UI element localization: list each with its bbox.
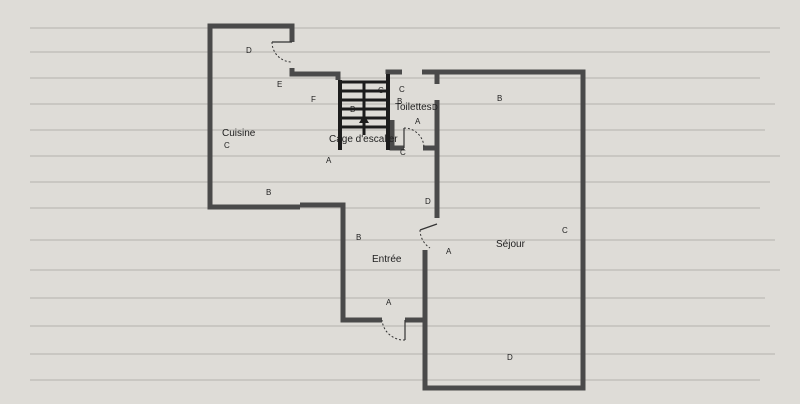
wall-mark: C	[399, 85, 405, 94]
sejour-door	[419, 223, 438, 249]
wall-mark: A	[386, 298, 392, 307]
wall-mark: B	[397, 97, 402, 106]
stair-arrow-icon	[359, 115, 369, 123]
wall-mark: B	[356, 233, 361, 242]
wall-mark: D	[432, 103, 438, 112]
wall-mark: A	[415, 117, 421, 126]
room-label-sejour: Séjour	[496, 239, 526, 250]
wall-mark: D	[507, 353, 513, 362]
wall-mark: C	[400, 148, 406, 157]
cuisine-top-wall-right	[250, 23, 295, 42]
entree-bottom-wall	[405, 250, 428, 323]
toilettes-top-wall	[385, 69, 402, 75]
staircase	[338, 74, 390, 150]
wall-mark: D	[246, 46, 252, 55]
room-label-cuisine: Cuisine	[222, 128, 256, 139]
wall-mark: F	[311, 95, 316, 104]
cuisine-door	[271, 41, 293, 63]
entree-door	[381, 319, 406, 341]
room-label-toilettes: Toilettes	[395, 102, 432, 113]
wall-mark: D	[425, 197, 431, 206]
toilettes-door	[403, 127, 425, 149]
room-label-cage-escalier: Cage d'escalier	[329, 134, 398, 145]
wall-mark: C	[562, 226, 568, 235]
doors	[271, 41, 438, 341]
wall-mark: E	[277, 80, 282, 89]
wall-mark: A	[326, 156, 332, 165]
toilettes-bottom-wall	[389, 120, 437, 151]
wall-mark: B	[497, 94, 502, 103]
room-label-entree: Entrée	[372, 254, 402, 265]
cuisine-bottom-to-entree	[300, 202, 382, 323]
wall-mark: A	[446, 247, 452, 256]
walls	[207, 23, 586, 391]
cuisine-wall	[207, 23, 300, 210]
cuisine-right-upper	[289, 68, 341, 80]
sejour-top-wall	[422, 69, 586, 391]
wall-mark: C	[224, 141, 230, 150]
wall-mark: C	[378, 86, 384, 95]
wall-mark: B	[266, 188, 271, 197]
background-text-lines	[30, 27, 780, 381]
wall-mark: B	[350, 105, 355, 114]
